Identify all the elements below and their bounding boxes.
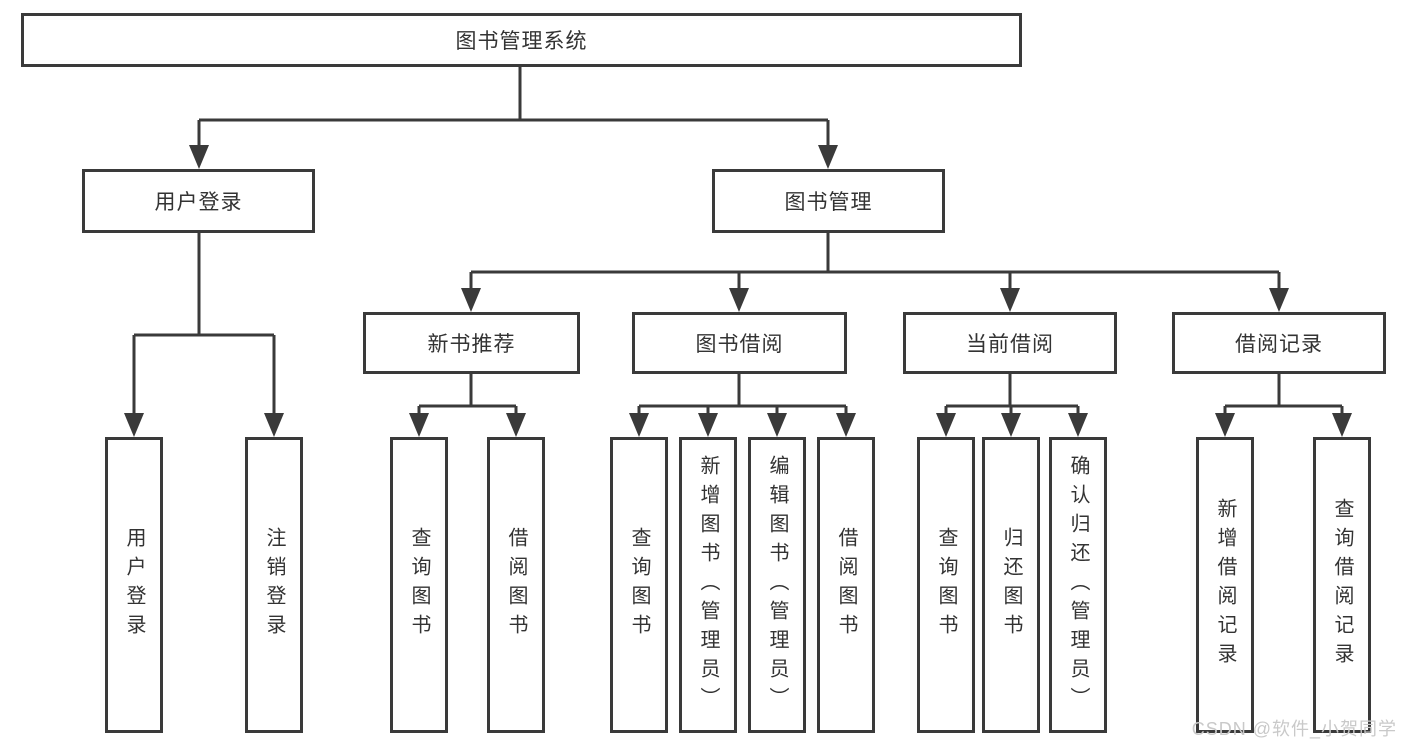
leaf-query-borrow-record-label: 查询借阅记录 bbox=[1331, 498, 1353, 672]
leaf-borrow-books-recommend: 借阅图书 bbox=[487, 437, 545, 733]
node-user-login: 用户登录 bbox=[82, 169, 315, 233]
csdn-watermark: CSDN @软件_小贺同学 bbox=[1191, 719, 1397, 739]
leaf-return-book: 归还图书 bbox=[982, 437, 1040, 733]
leaf-add-borrow-record: 新增借阅记录 bbox=[1196, 437, 1254, 733]
leaf-confirm-return-admin: 确认归还（管理员） bbox=[1049, 437, 1107, 733]
node-current-borrow: 当前借阅 bbox=[903, 312, 1117, 374]
leaf-query-books-current: 查询图书 bbox=[917, 437, 975, 733]
node-new-book-recommend-label: 新书推荐 bbox=[427, 333, 516, 356]
leaf-query-books-current-label: 查询图书 bbox=[935, 527, 957, 643]
leaf-add-borrow-record-label: 新增借阅记录 bbox=[1214, 498, 1236, 672]
node-borrow-records: 借阅记录 bbox=[1172, 312, 1386, 374]
leaf-logout-login-label: 注销登录 bbox=[263, 527, 285, 643]
leaf-borrow-books-recommend-label: 借阅图书 bbox=[505, 527, 527, 643]
leaf-add-book-admin-label: 新增图书（管理员） bbox=[697, 454, 719, 716]
leaf-logout-login: 注销登录 bbox=[245, 437, 303, 733]
node-book-management-label: 图书管理 bbox=[784, 191, 873, 214]
leaf-query-books-borrow-label: 查询图书 bbox=[628, 527, 650, 643]
node-current-borrow-label: 当前借阅 bbox=[966, 333, 1054, 356]
node-book-management: 图书管理 bbox=[712, 169, 945, 233]
leaf-user-login-label: 用户登录 bbox=[123, 527, 145, 643]
leaf-borrow-books-borrow: 借阅图书 bbox=[817, 437, 875, 733]
leaf-add-book-admin: 新增图书（管理员） bbox=[679, 437, 737, 733]
leaf-query-books-borrow: 查询图书 bbox=[610, 437, 668, 733]
leaf-borrow-books-borrow-label: 借阅图书 bbox=[835, 527, 857, 643]
leaf-edit-book-admin: 编辑图书（管理员） bbox=[748, 437, 806, 733]
node-book-borrow: 图书借阅 bbox=[632, 312, 847, 374]
node-borrow-records-label: 借阅记录 bbox=[1235, 333, 1323, 356]
node-root: 图书管理系统 bbox=[21, 13, 1022, 67]
leaf-user-login: 用户登录 bbox=[105, 437, 163, 733]
leaf-query-books-recommend-label: 查询图书 bbox=[408, 527, 430, 643]
leaf-edit-book-admin-label: 编辑图书（管理员） bbox=[766, 454, 788, 716]
leaf-return-book-label: 归还图书 bbox=[1000, 527, 1022, 643]
leaf-query-borrow-record: 查询借阅记录 bbox=[1313, 437, 1371, 733]
node-user-login-label: 用户登录 bbox=[154, 191, 243, 214]
leaf-confirm-return-admin-label: 确认归还（管理员） bbox=[1067, 454, 1089, 716]
node-root-label: 图书管理系统 bbox=[455, 30, 588, 53]
node-book-borrow-label: 图书借阅 bbox=[695, 333, 784, 356]
leaf-query-books-recommend: 查询图书 bbox=[390, 437, 448, 733]
node-new-book-recommend: 新书推荐 bbox=[363, 312, 580, 374]
